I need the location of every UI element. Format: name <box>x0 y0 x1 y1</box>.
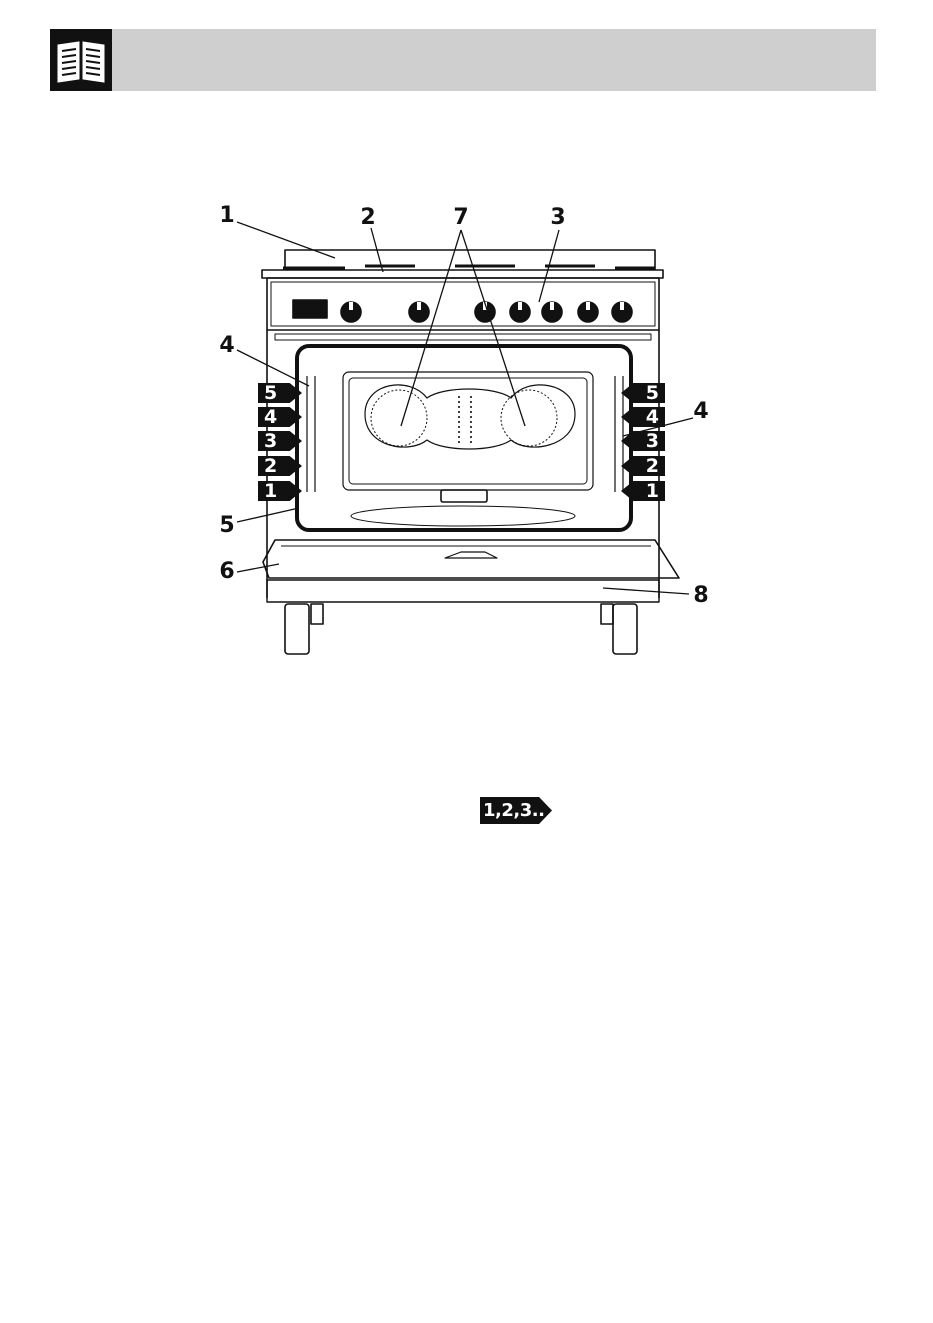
callout-4-left: 4 <box>219 335 234 357</box>
callout-1: 1 <box>219 205 234 227</box>
callout-4-right: 4 <box>693 401 708 423</box>
cooker-figure: 1 2 7 3 4 4 5 6 8 5 4 3 2 1 5 4 3 2 1 <box>215 200 725 670</box>
rack-level-label: 5 <box>264 383 277 403</box>
rack-level-label: 5 <box>646 383 659 403</box>
rack-level-label: 2 <box>264 456 277 476</box>
callout-6: 6 <box>219 561 234 583</box>
callout-8: 8 <box>693 585 708 607</box>
callout-7: 7 <box>453 207 468 229</box>
open-book-icon <box>50 29 112 91</box>
callout-5: 5 <box>219 515 234 537</box>
header-bar <box>50 29 876 91</box>
rack-level-label: 4 <box>264 407 277 427</box>
callout-3: 3 <box>550 207 565 229</box>
rack-level-label: 1 <box>646 481 659 501</box>
sequence-arrow-icon: 1,2,3.. <box>480 797 552 824</box>
callout-2: 2 <box>360 207 375 229</box>
rack-level-label: 4 <box>646 407 659 427</box>
rack-level-label: 2 <box>646 456 659 476</box>
rack-level-label: 1 <box>264 481 277 501</box>
sequence-badge-label: 1,2,3.. <box>483 800 544 821</box>
rack-level-label: 3 <box>646 431 659 451</box>
rack-level-label: 3 <box>264 431 277 451</box>
